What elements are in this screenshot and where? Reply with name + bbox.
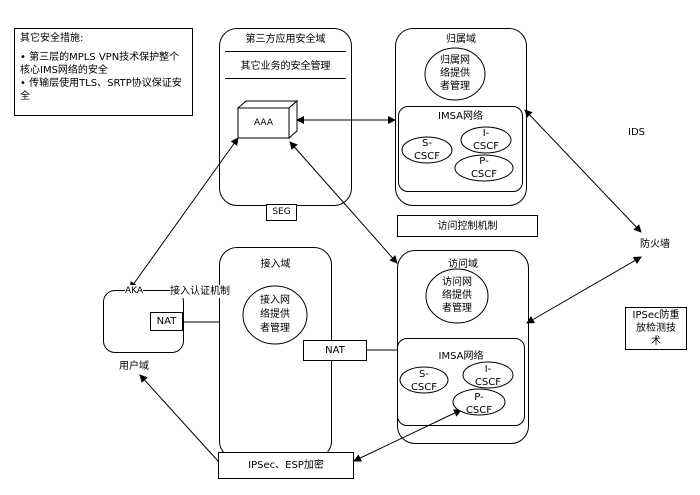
home-scscf-ellipse (401, 136, 453, 164)
aaa-user-link (129, 137, 239, 290)
aaa-server-icon (236, 99, 299, 140)
third-party-title-divider (225, 51, 346, 52)
visit-scscf-line1: S- (419, 369, 429, 380)
home-icscf-ellipse (460, 126, 512, 154)
access-control-box (397, 215, 538, 237)
other-security-notes: 其它安全措施: • 第三层的MPLS VPN技术保护整个核心IMS网络的安全 •… (14, 28, 193, 116)
notes-item-mpls: • 第三层的MPLS VPN技术保护整个核心IMS网络的安全 (20, 52, 180, 76)
firewall-label: 防火墙 (640, 239, 670, 250)
home-scscf-line1: S- (422, 138, 432, 149)
user-nat-label: NAT (156, 316, 177, 327)
home-provider-ellipse (424, 47, 486, 101)
ipsec-replay-box (625, 307, 687, 350)
visit-icscf-line1: I- (484, 364, 492, 375)
user-ipsec-link (139, 374, 219, 462)
home-pcscf-ellipse (454, 154, 514, 182)
notes-item-tls: • 传输层使用TLS、SRTP协议保证安全 (20, 78, 182, 102)
home-pcscf-line1: P- (479, 156, 489, 167)
home-provider-line1: 归属网 (440, 55, 470, 66)
access-provider-line1: 接入网 (260, 295, 290, 306)
home-icscf-line1: I- (482, 128, 490, 139)
nat-bridge-label: NAT (325, 345, 345, 356)
notes-title: 其它安全措施: (20, 33, 84, 44)
home-imsa-network (398, 106, 523, 192)
access-provider-line3: 者管理 (260, 323, 290, 334)
visit-provider-line3: 者管理 (442, 303, 472, 314)
third-party-subtitle: 其它业务的安全管理 (240, 61, 331, 72)
user-domain (103, 290, 184, 353)
seg-label: SEG (272, 207, 291, 217)
home-provider-line3: 者管理 (440, 81, 470, 92)
third-party-title: 第三方应用安全域 (245, 34, 326, 45)
access-provider-ellipse (242, 285, 308, 345)
visit-pcscf-ellipse (452, 388, 506, 416)
visit-provider-line2: 络提供 (442, 290, 472, 301)
home-pcscf-line2: CSCF (470, 169, 498, 180)
user-nat (150, 312, 183, 331)
access-provider-line2: 络提供 (260, 309, 290, 320)
visit-scscf-line2: CSCF (410, 382, 438, 393)
ipsec-replay-line3: 术 (651, 336, 661, 347)
aka-label: AKA (125, 285, 144, 298)
home-icscf-line2: CSCF (472, 141, 500, 152)
visit-title: 访问域 (448, 259, 478, 270)
visit-provider-line1: 访问网 (442, 277, 472, 288)
home-imsa-title: IMSA网络 (438, 111, 483, 122)
visit-imsa-title: IMSA网络 (438, 351, 484, 362)
ipsec-esp-label: IPSec、ESP加密 (248, 460, 324, 471)
nat-bridge (303, 340, 367, 361)
home-domain (395, 28, 527, 206)
visit-firewall-link (526, 256, 642, 324)
access-auth-label: 接入认证机制 (170, 285, 230, 298)
seg-gateway: SEG (266, 204, 297, 221)
visit-pcscf-line1: P- (474, 392, 484, 403)
access-control-label: 访问控制机制 (437, 221, 498, 232)
home-firewall-link (524, 109, 642, 233)
aaa-label: AAA (254, 118, 273, 128)
access-title: 接入域 (260, 259, 291, 270)
ipsec-replay-line1: IPSec防重 (632, 310, 680, 321)
visit-scscf-ellipse (399, 366, 449, 394)
home-scscf-line2: CSCF (413, 151, 441, 162)
ipsec-esp-box (218, 452, 354, 479)
third-party-sub-divider (225, 78, 346, 79)
home-title: 归属域 (446, 34, 476, 45)
visit-icscf-ellipse (462, 361, 514, 389)
home-provider-line2: 络提供 (440, 68, 470, 79)
ids-label: IDS (628, 127, 645, 138)
visit-imsa-network (397, 338, 525, 426)
visit-icscf-line2: CSCF (474, 377, 502, 388)
ipsec-replay-line2: 放检测技 (636, 323, 676, 334)
visit-provider-ellipse (425, 268, 489, 324)
user-domain-label: 用户域 (119, 361, 149, 372)
visit-pcscf-line2: CSCF (465, 405, 493, 416)
